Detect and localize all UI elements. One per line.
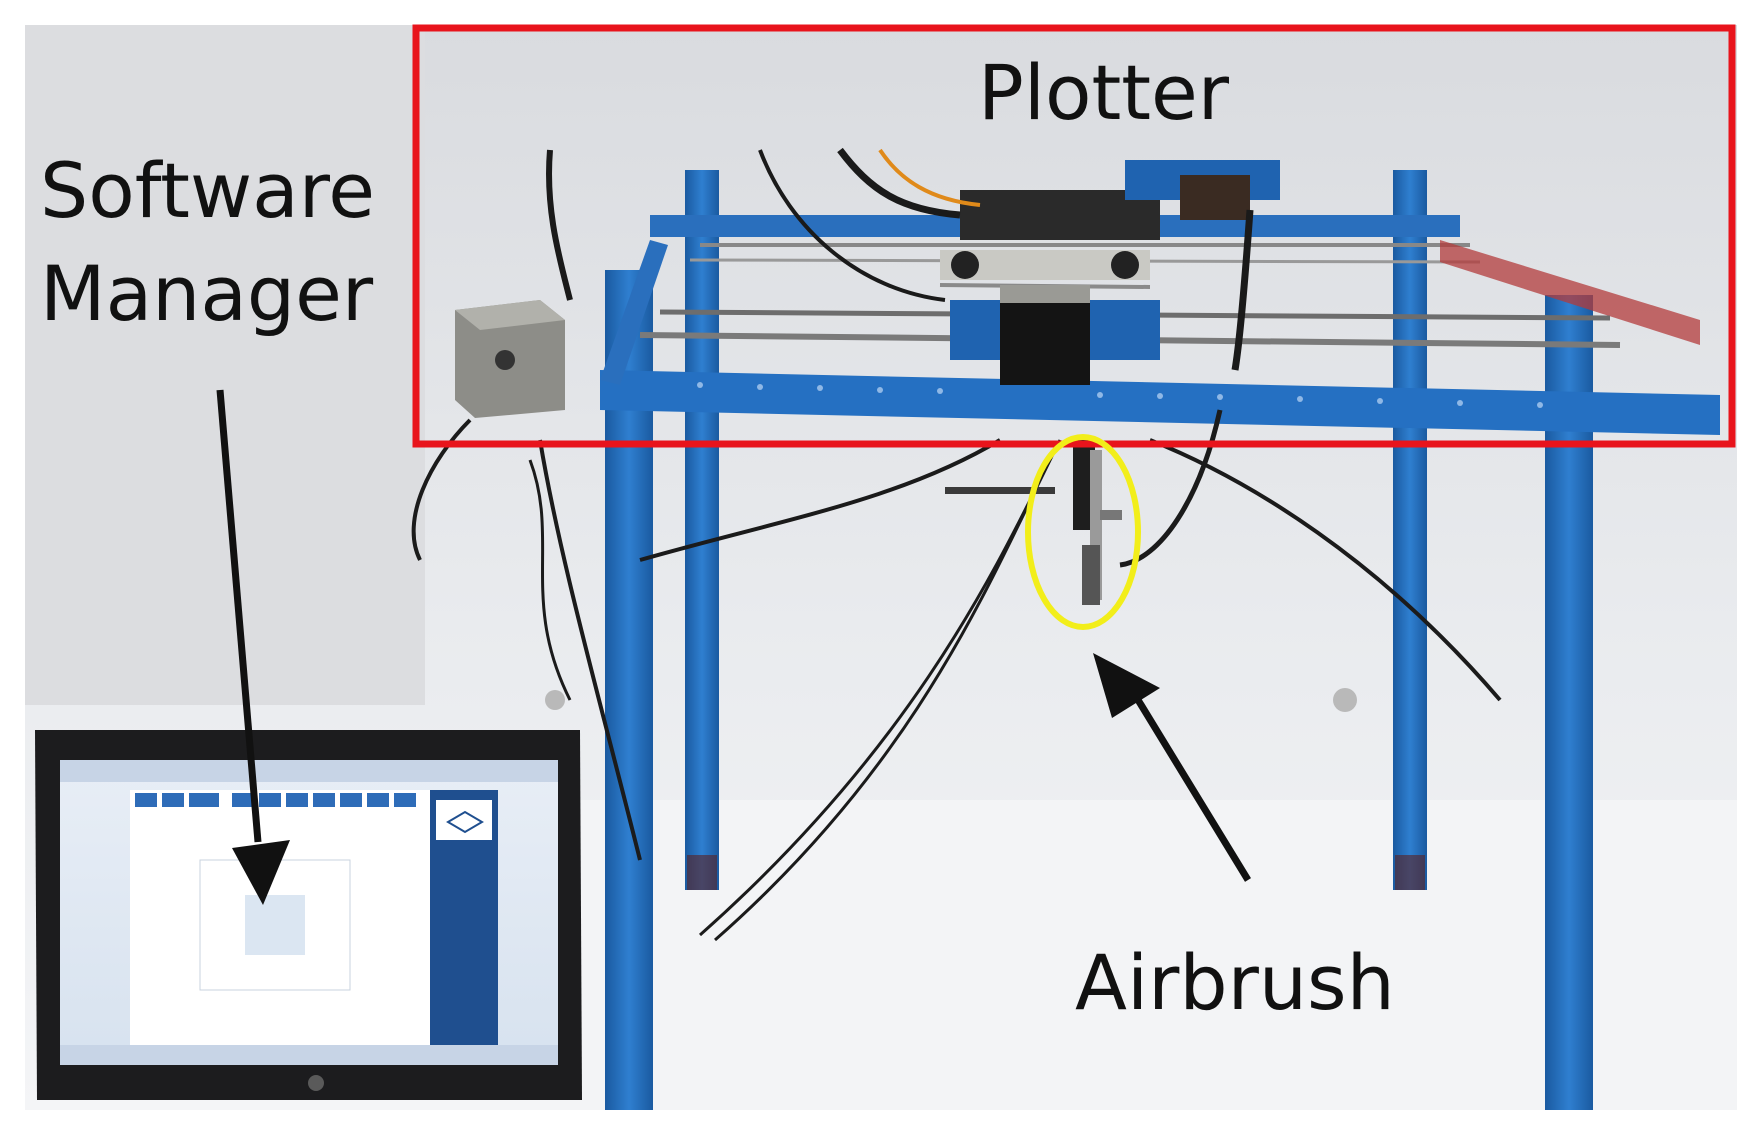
airbrush-label: Airbrush <box>1075 938 1395 1027</box>
software-manager-label-line2: Manager <box>40 248 374 338</box>
front-top-rail <box>600 370 1720 435</box>
laptop <box>35 730 582 1100</box>
carriage <box>940 160 1280 385</box>
airbrush-highlight-ring <box>1025 434 1141 630</box>
stepper-motor-left <box>455 300 565 418</box>
software-manager-arrow <box>216 389 290 905</box>
table-surface <box>560 800 1737 1110</box>
software-manager-label: Software Manager <box>40 140 375 345</box>
back-right-leg <box>1393 170 1427 890</box>
back-left-leg <box>685 170 719 890</box>
hp-logo-icon <box>308 1075 324 1091</box>
plotter-highlight-box <box>412 24 1736 448</box>
airbrush-device <box>945 440 1122 605</box>
left-wall-panel <box>25 25 425 705</box>
plotter-label: Plotter <box>978 48 1230 137</box>
software-manager-label-line1: Software <box>40 146 376 235</box>
airbrush-arrow <box>1093 653 1251 882</box>
